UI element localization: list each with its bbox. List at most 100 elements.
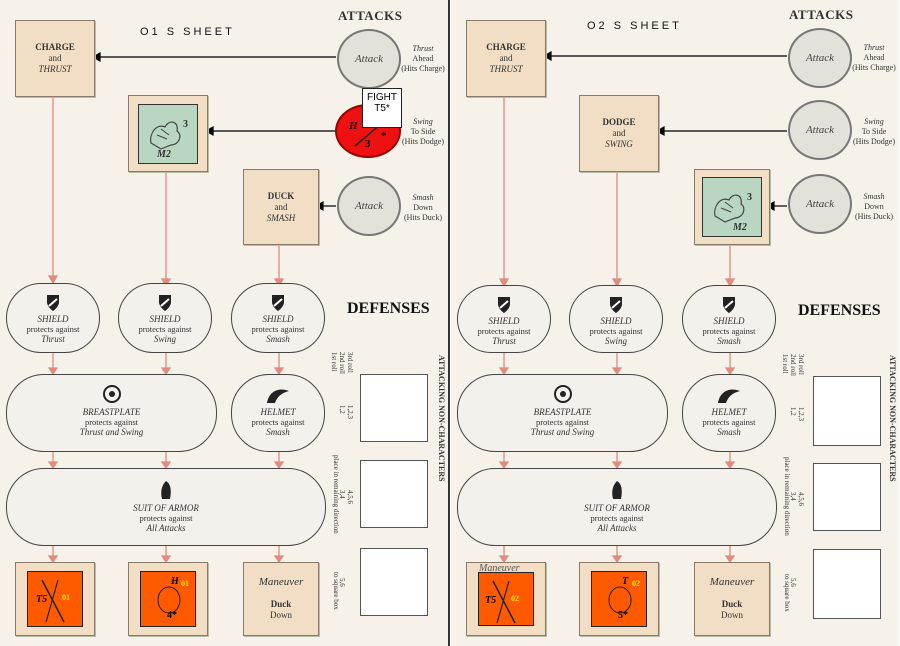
defense-name: SHIELD (149, 314, 181, 324)
defense-what: Thrust and Swing (530, 427, 595, 437)
side-title-holder: ATTACKING NON-CHARACTERS (888, 355, 899, 635)
maneuver-duck-box[interactable]: DUCK and SMASH (243, 169, 319, 245)
maneuver-name: Duck (721, 599, 743, 609)
shield-swing-box[interactable]: SHIELD protects against Swing (118, 283, 212, 353)
roll-range-b: 1,2,3 (346, 405, 354, 419)
noncharacter-box-1[interactable] (360, 374, 428, 442)
bottom-slot-3[interactable]: Maneuver Duck Down (243, 562, 319, 636)
defense-text: protects against (139, 513, 193, 523)
attack-dir: Ahead (863, 53, 885, 62)
attack-thrust-circle[interactable]: Attack (337, 29, 401, 89)
action-chit-h4[interactable]: H 01 4* (140, 571, 196, 627)
swordsman-icon (41, 579, 65, 623)
maneuver-and: and (48, 53, 62, 63)
creature-icon (157, 586, 181, 614)
noncharacter-title: ATTACKING NON-CHARACTERS (437, 355, 446, 482)
defense-text: protects against (535, 417, 590, 427)
chit-star: * (381, 130, 387, 142)
shield-smash-box[interactable]: SHIELD protects against Smash (682, 285, 776, 353)
place-text: place in remaining direction (783, 457, 791, 536)
place-text: place in remaining direction (332, 455, 340, 534)
attack-thrust-label: Thrust Ahead (Hits Charge) (400, 44, 446, 74)
attack-hits: (Hits Duck) (404, 213, 442, 222)
noncharacter-box-3[interactable] (813, 549, 881, 619)
fight-chit-label[interactable]: FIGHT T5* (362, 88, 402, 128)
maneuver-charge-box[interactable]: CHARGE and THRUST (15, 20, 95, 97)
defense-what: Thrust and Swing (79, 427, 144, 437)
defense-what: Thrust (492, 336, 516, 346)
maneuver-and: and (499, 53, 513, 63)
move-chit-m2[interactable]: 3 M2 (138, 103, 198, 164)
move-chit-m2[interactable]: 3 M2 (702, 177, 762, 237)
defense-what: Smash (266, 427, 290, 437)
maneuver-dir: Down (721, 610, 743, 620)
attack-type: Swing (413, 117, 433, 126)
breastplate-icon (102, 385, 121, 403)
sheet-title: O1 S SHEET (140, 26, 235, 38)
breastplate-icon (553, 385, 572, 403)
roll-1: 1st roll (781, 354, 789, 374)
roll-2: 2nd roll (338, 352, 346, 374)
defense-name: BREASTPLATE (533, 407, 592, 417)
shield-smash-box[interactable]: SHIELD protects against Smash (231, 283, 325, 353)
defense-name: SHIELD (600, 316, 632, 326)
action-chit-t5[interactable]: T5 01 (27, 571, 83, 627)
attack-swing-circle[interactable]: Attack (788, 100, 852, 160)
defense-name: SHIELD (488, 316, 520, 326)
attack-dir: To Side (410, 127, 436, 136)
defense-name: SUIT OF ARMOR (133, 503, 199, 513)
attack-smash-circle[interactable]: Attack (337, 176, 401, 236)
chit-value: 4* (167, 610, 177, 621)
defense-name: SUIT OF ARMOR (584, 503, 650, 513)
defense-text: protects against (251, 417, 305, 427)
attack-type: Thrust (412, 44, 434, 53)
bottom-slot-2[interactable]: T 02 5* (579, 562, 659, 636)
attack-thrust-circle[interactable]: Attack (788, 28, 852, 88)
noncharacter-box-1[interactable] (813, 376, 881, 446)
bottom-slot-2[interactable]: H 01 4* (128, 562, 208, 636)
maneuver-and: and (612, 128, 626, 138)
suit-of-armor-box[interactable]: SUIT OF ARMOR protects against All Attac… (6, 468, 326, 546)
maneuver-label: Maneuver (709, 576, 755, 588)
defense-text: protects against (251, 324, 305, 334)
bottom-slot-1[interactable]: Maneuver T5 02 (466, 562, 546, 636)
fight-value: T5* (374, 103, 390, 114)
combat-sheet-o1: O1 S SHEET ATTACKS CHARGE and THRUST 3 M… (0, 0, 450, 646)
breastplate-box[interactable]: BREASTPLATE protects against Thrust and … (6, 374, 217, 452)
maneuver-charge-box[interactable]: CHARGE and THRUST (466, 20, 546, 97)
roll-range-a: 1,2 (789, 407, 797, 416)
action-chit-t5-star[interactable]: T 02 5* (591, 571, 647, 627)
noncharacter-box-2[interactable] (360, 460, 428, 528)
maneuver-attack: THRUST (489, 64, 523, 74)
maneuver-dodge-box[interactable]: 3 M2 (128, 95, 208, 172)
armor-icon (161, 481, 171, 499)
maneuver-duck-box[interactable]: 3 M2 (694, 169, 770, 245)
shield-thrust-box[interactable]: SHIELD protects against Thrust (6, 283, 100, 353)
helmet-box[interactable]: HELMET protects against Smash (682, 374, 776, 452)
roll-legend-2: 2nd roll (338, 352, 346, 374)
helmet-box[interactable]: HELMET protects against Smash (231, 374, 325, 452)
breastplate-box[interactable]: BREASTPLATE protects against Thrust and … (457, 374, 668, 452)
defense-text: protects against (138, 324, 192, 334)
shield-thrust-box[interactable]: SHIELD protects against Thrust (457, 285, 551, 353)
creature-icon (608, 586, 632, 614)
combat-sheet-o2: O2 S SHEET ATTACKS CHARGE and THRUST DOD… (451, 0, 899, 646)
square-box-text: to square box (332, 572, 340, 610)
noncharacter-box-2[interactable] (813, 463, 881, 531)
action-chit-t5[interactable]: Maneuver T5 02 (478, 563, 534, 626)
maneuver-dodge-box[interactable]: DODGE and SWING (579, 95, 659, 172)
defense-what: Smash (717, 336, 741, 346)
noncharacter-box-3[interactable] (360, 548, 428, 616)
roll-range-b: 1,2,3 (797, 407, 805, 421)
defense-name: HELMET (260, 407, 296, 417)
bottom-slot-1[interactable]: T5 01 (15, 562, 95, 636)
attacks-heading: ATTACKS (789, 7, 854, 22)
defense-what: Swing (604, 336, 627, 346)
maneuver-name: CHARGE (35, 42, 75, 52)
attack-smash-circle[interactable]: Attack (788, 174, 852, 234)
sheet-title: O2 S SHEET (587, 20, 682, 32)
defense-what: All Attacks (146, 523, 186, 533)
suit-of-armor-box[interactable]: SUIT OF ARMOR protects against All Attac… (457, 468, 777, 546)
shield-swing-box[interactable]: SHIELD protects against Swing (569, 285, 663, 353)
bottom-slot-3[interactable]: Maneuver Duck Down (694, 562, 770, 636)
